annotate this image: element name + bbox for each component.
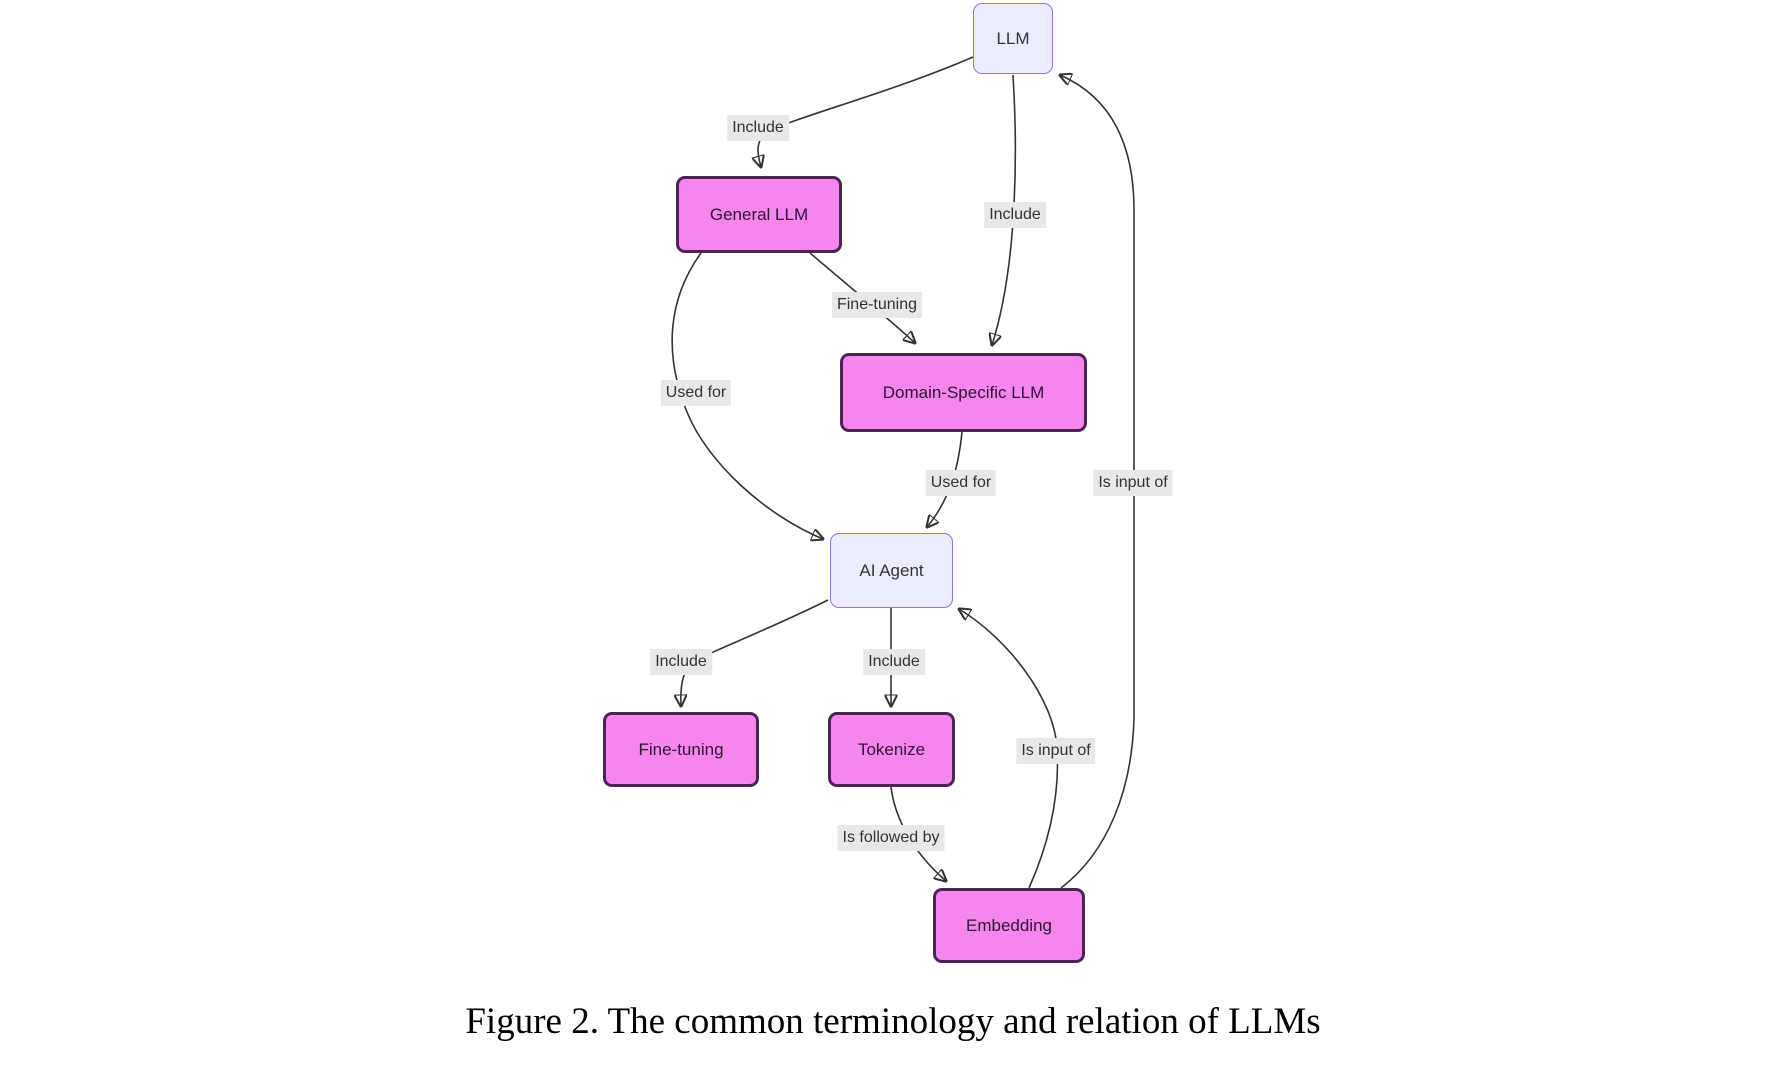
node-tokenize: Tokenize (828, 712, 955, 787)
node-general-llm: General LLM (676, 176, 842, 253)
node-embedding: Embedding (933, 888, 1085, 963)
node-llm: LLM (973, 3, 1053, 74)
edge-general-llm-to-ai-agent (671, 252, 823, 539)
edge-label-include-llm-domain: Include (984, 202, 1046, 228)
edge-label-include-agent-tokenize: Include (863, 649, 925, 675)
edge-label-include-agent-finetuning: Include (650, 649, 712, 675)
edge-label-fine-tuning: Fine-tuning (831, 292, 923, 318)
node-ai-agent: AI Agent (830, 533, 953, 608)
node-fine-tuning: Fine-tuning (603, 712, 759, 787)
edge-label-used-for-domain: Used for (925, 470, 997, 496)
edge-label-is-followed-by: Is followed by (837, 825, 945, 851)
edge-llm-to-general-llm (758, 56, 974, 167)
edge-label-include-llm-general: Include (727, 115, 789, 141)
edge-label-is-input-of-agent: Is input of (1016, 738, 1096, 764)
node-domain-specific-llm: Domain-Specific LLM (840, 353, 1087, 432)
figure-caption: Figure 2. The common terminology and rel… (465, 1001, 1321, 1042)
edge-label-used-for-general: Used for (660, 380, 732, 406)
edge-label-is-input-of-llm: Is input of (1093, 470, 1173, 496)
edge-embedding-to-llm (1060, 75, 1135, 889)
